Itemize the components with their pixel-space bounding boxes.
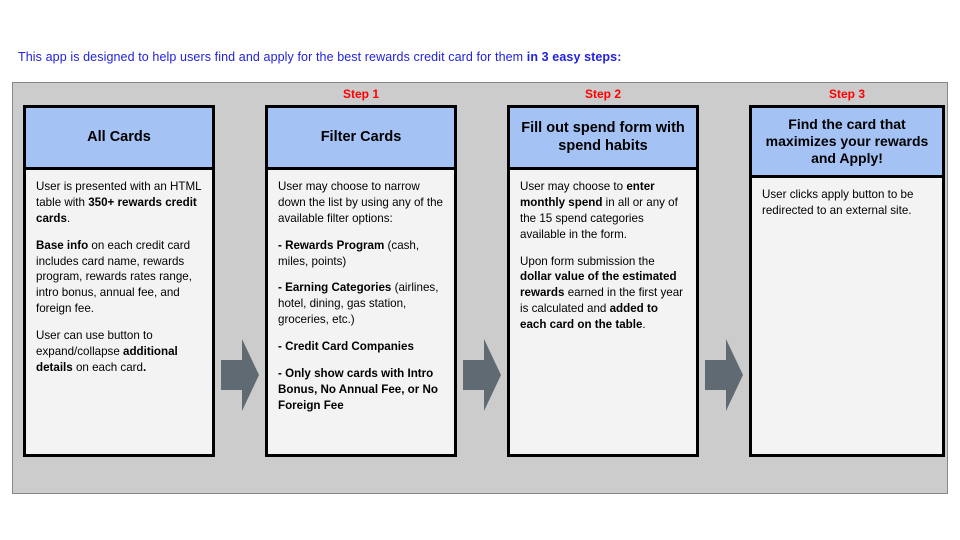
card-body-all-cards: User is presented with an HTML table wit… [26, 170, 212, 454]
paragraph: User is presented with an HTML table wit… [36, 180, 202, 225]
paragraph: Base info on each credit card includes c… [36, 238, 192, 316]
card-apply: Find the card that maximizes your reward… [749, 105, 945, 457]
card-title-filter-cards: Filter Cards [268, 108, 454, 170]
paragraph: User clicks apply button to be redirecte… [762, 188, 914, 217]
column-apply: Step 3 Find the card that maximizes your… [749, 83, 945, 457]
paragraph: User can use button to expand/collapse a… [36, 329, 178, 374]
paragraph: Upon form submission the dollar value of… [520, 254, 684, 332]
card-all-cards: All Cards User is presented with an HTML… [23, 105, 215, 457]
card-spend-form: Fill out spend form with spend habits Us… [507, 105, 699, 457]
step-label-0 [23, 83, 215, 105]
column-filter-cards: Step 1 Filter Cards User may choose to n… [265, 83, 457, 457]
card-body-apply: User clicks apply button to be redirecte… [752, 178, 942, 454]
card-filter-cards: Filter Cards User may choose to narrow d… [265, 105, 457, 457]
paragraph: - Credit Card Companies [278, 340, 414, 353]
paragraph: User may choose to narrow down the list … [278, 180, 443, 225]
card-title-apply: Find the card that maximizes your reward… [752, 108, 942, 178]
card-title-all-cards: All Cards [26, 108, 212, 170]
intro-caption: This app is designed to help users find … [18, 50, 621, 64]
paragraph: User may choose to enter monthly spend i… [520, 180, 678, 241]
arrow-right-icon-3 [703, 338, 745, 412]
column-all-cards: All Cards User is presented with an HTML… [23, 83, 215, 457]
step-label-3: Step 3 [828, 87, 865, 101]
card-title-spend-form: Fill out spend form with spend habits [510, 108, 696, 170]
card-body-spend-form: User may choose to enter monthly spend i… [510, 170, 696, 454]
column-spend-form: Step 2 Fill out spend form with spend ha… [507, 83, 699, 457]
card-body-filter-cards: User may choose to narrow down the list … [268, 170, 454, 454]
arrow-right-icon-1 [219, 338, 261, 412]
arrow-right-icon-2 [461, 338, 503, 412]
step-label-2: Step 2 [584, 87, 621, 101]
diagram-frame: All Cards User is presented with an HTML… [12, 82, 948, 494]
paragraph: - Rewards Program (cash, miles, points) [278, 238, 420, 268]
paragraph: - Only show cards with Intro Bonus, No A… [278, 366, 438, 412]
intro-caption-bold: in 3 easy steps: [526, 50, 622, 64]
step-label-1: Step 1 [342, 87, 379, 101]
intro-caption-normal: This app is designed to help users find … [18, 50, 527, 64]
paragraph: - Earning Categories (airlines, hotel, d… [278, 281, 439, 327]
